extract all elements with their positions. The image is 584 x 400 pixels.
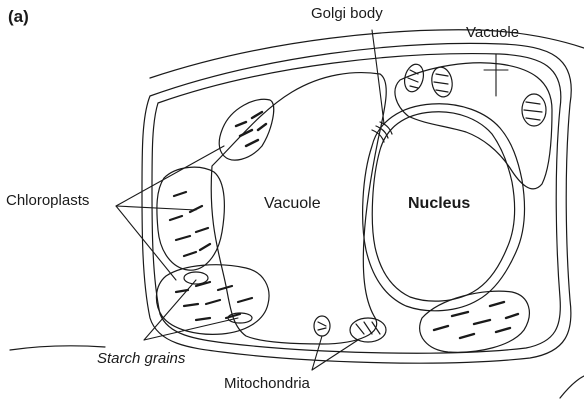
panel-letter: (a) bbox=[8, 8, 29, 25]
leader-golgi bbox=[372, 30, 384, 124]
cell-wall bbox=[142, 43, 571, 363]
mitochondrion-top-1 bbox=[402, 62, 427, 94]
mitochondrion-right bbox=[522, 94, 546, 126]
leader-chloroplast-lower bbox=[116, 206, 176, 280]
mitochondrion-top-2 bbox=[430, 65, 455, 98]
starch-grains-label: Starch grains bbox=[97, 351, 185, 366]
starch-grains bbox=[184, 272, 252, 323]
chloroplasts-label: Chloroplasts bbox=[6, 193, 89, 208]
mitochondrion-bottom-1 bbox=[314, 316, 330, 336]
leader-chloroplast-left bbox=[116, 206, 196, 210]
vacuole-main-label: Vacuole bbox=[264, 196, 321, 212]
chloroplast-left bbox=[157, 167, 225, 270]
mitochondria-label: Mitochondria bbox=[224, 376, 310, 391]
golgi-body-label: Golgi body bbox=[311, 6, 383, 21]
mitochondrion-bottom-2 bbox=[350, 318, 386, 342]
vacuole-small-label: Vacuole bbox=[466, 25, 519, 40]
chloroplast-bottom-right bbox=[420, 291, 530, 352]
neighbour-cell-walls bbox=[10, 30, 584, 398]
leader-chloroplast-upper bbox=[116, 146, 224, 206]
nucleus-label: Nucleus bbox=[408, 196, 470, 212]
